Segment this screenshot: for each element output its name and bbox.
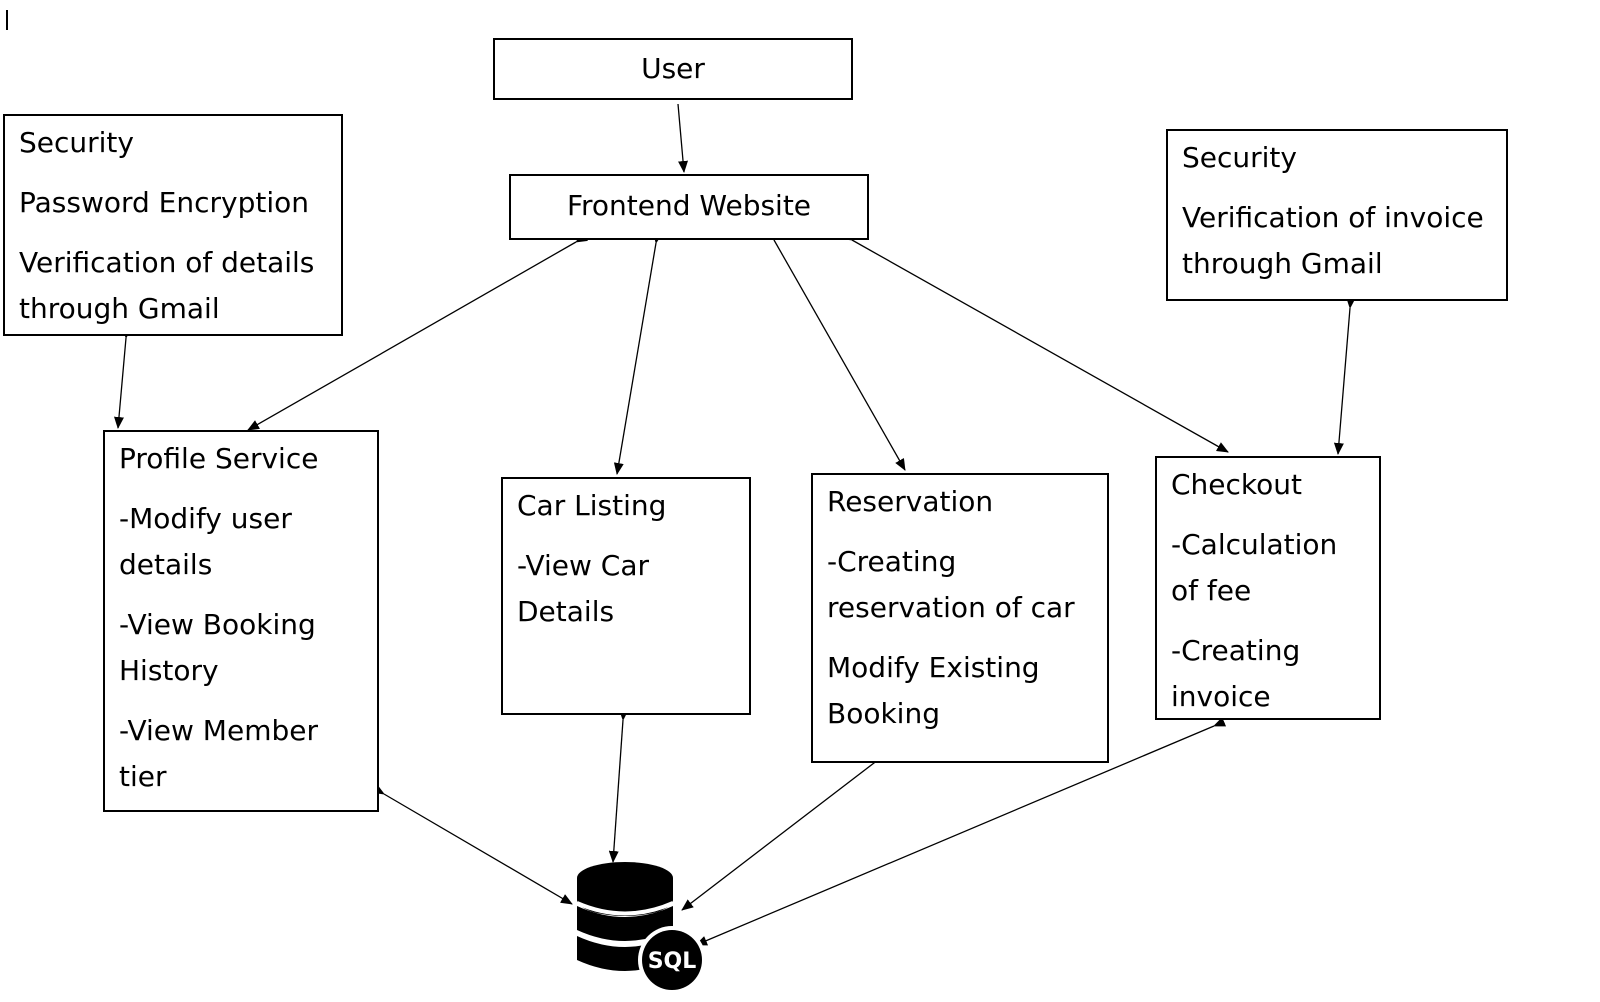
checkout-title: Checkout [1171, 468, 1302, 501]
car-listing-line1: -View Car Details [517, 549, 650, 628]
frontend-label: Frontend Website [566, 189, 812, 222]
reservation-line2: Modify Existing Booking [827, 651, 1040, 730]
arrow-carlisting-db [608, 708, 629, 863]
profile-line3: -View Member tier [119, 714, 318, 793]
arrow-frontend-checkout [839, 230, 1229, 453]
user-label: User [641, 52, 705, 85]
user-node: User [493, 38, 853, 100]
security-left-title: Security [19, 126, 134, 159]
arrow-frontend-reservation [764, 227, 906, 471]
security-left-node: Security Password Encryption Verificatio… [3, 114, 343, 336]
checkout-line2: -Creating invoice [1171, 634, 1301, 713]
frontend-node: Frontend Website [509, 174, 869, 240]
arrow-securityleft-profile [113, 326, 132, 429]
security-right-line1: Verification of invoice through Gmail [1182, 201, 1484, 280]
profile-line1: -Modify user details [119, 502, 292, 581]
reservation-line1: -Creating reservation of car [827, 545, 1075, 624]
arrow-user-to-frontend [677, 103, 689, 173]
profile-title: Profile Service [119, 442, 319, 475]
security-right-title: Security [1182, 141, 1297, 174]
profile-service-node: Profile Service -Modify user details -Vi… [103, 430, 379, 812]
car-listing-node: Car Listing -View Car Details [501, 477, 751, 715]
car-listing-title: Car Listing [517, 489, 667, 522]
sql-database-icon: SQL [570, 858, 720, 998]
arrow-frontend-carlisting [613, 231, 663, 475]
arrow-securityright-checkout [1333, 296, 1356, 455]
security-left-line2: Verification of details through Gmail [19, 246, 315, 325]
reservation-title: Reservation [827, 485, 994, 518]
reservation-node: Reservation -Creating reservation of car… [811, 473, 1109, 763]
arrow-checkout-db [695, 717, 1227, 946]
checkout-line1: -Calculation of fee [1171, 528, 1338, 607]
security-left-line1: Password Encryption [19, 186, 310, 219]
security-right-node: Security Verification of invoice through… [1166, 129, 1508, 301]
profile-line2: -View Booking History [119, 608, 316, 687]
sql-badge-label: SQL [648, 949, 697, 974]
arrow-profile-db [371, 784, 573, 905]
text-cursor [6, 10, 8, 30]
checkout-node: Checkout -Calculation of fee -Creating i… [1155, 456, 1381, 720]
arrow-frontend-profile [247, 232, 589, 431]
